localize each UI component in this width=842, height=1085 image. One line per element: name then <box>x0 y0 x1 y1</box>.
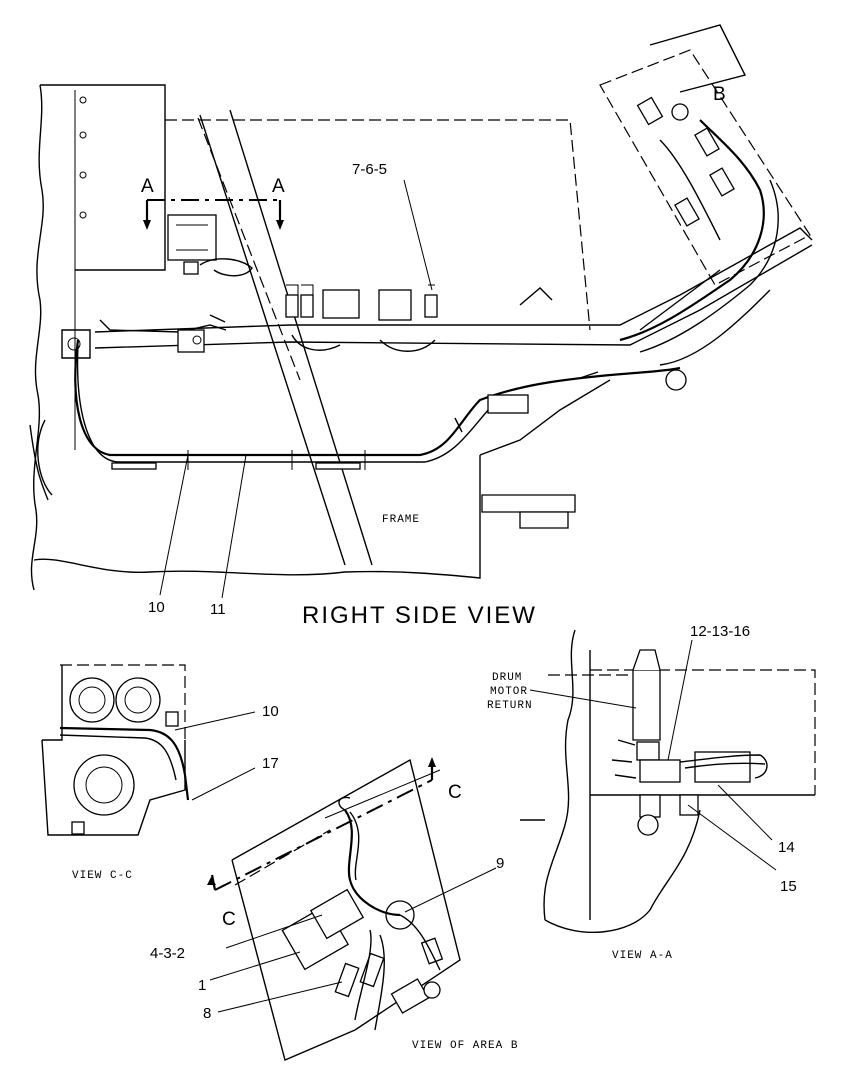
section-c-bottom-label: C <box>222 909 236 930</box>
callout-10: 10 <box>148 599 165 616</box>
view-c-c: 10 17 VIEW C-C <box>41 664 279 882</box>
return-label: RETURN <box>487 700 533 712</box>
callout-1: 1 <box>198 977 206 994</box>
frame-label: FRAME <box>382 514 420 526</box>
callout-14: 14 <box>778 839 795 856</box>
page-title: RIGHT SIDE VIEW <box>302 602 537 629</box>
motor-label: MOTOR <box>490 686 528 698</box>
callout-10-view-cc: 10 <box>262 703 279 720</box>
right-side-view: A A B 7-6-5 10 11 FRAME RIGHT SIDE VIEW <box>29 24 813 629</box>
drum-label: DRUM <box>492 672 522 684</box>
section-a-left-label: A <box>141 176 154 197</box>
callout-4-3-2: 4-3-2 <box>150 945 185 962</box>
section-c-top-label: C <box>448 782 462 803</box>
view-aa-caption: VIEW A-A <box>612 950 673 962</box>
callout-8: 8 <box>203 1005 211 1022</box>
callout-17: 17 <box>262 755 279 772</box>
view-cc-caption: VIEW C-C <box>72 870 133 882</box>
section-a-right-label: A <box>272 176 285 197</box>
view-a-a: DRUM MOTOR RETURN 12-13-16 14 15 VIEW A-… <box>487 623 816 962</box>
area-b-label: B <box>713 84 726 105</box>
callout-15: 15 <box>780 878 797 895</box>
view-of-area-b: C C 9 4-3-2 1 8 VIEW OF AREA B <box>150 757 518 1061</box>
connector-row <box>285 284 553 352</box>
callout-7-6-5: 7-6-5 <box>352 161 387 178</box>
callout-11: 11 <box>210 601 226 618</box>
view-area-b-caption: VIEW OF AREA B <box>412 1040 518 1052</box>
callout-12-13-16: 12-13-16 <box>690 623 750 640</box>
callout-9: 9 <box>496 855 504 872</box>
